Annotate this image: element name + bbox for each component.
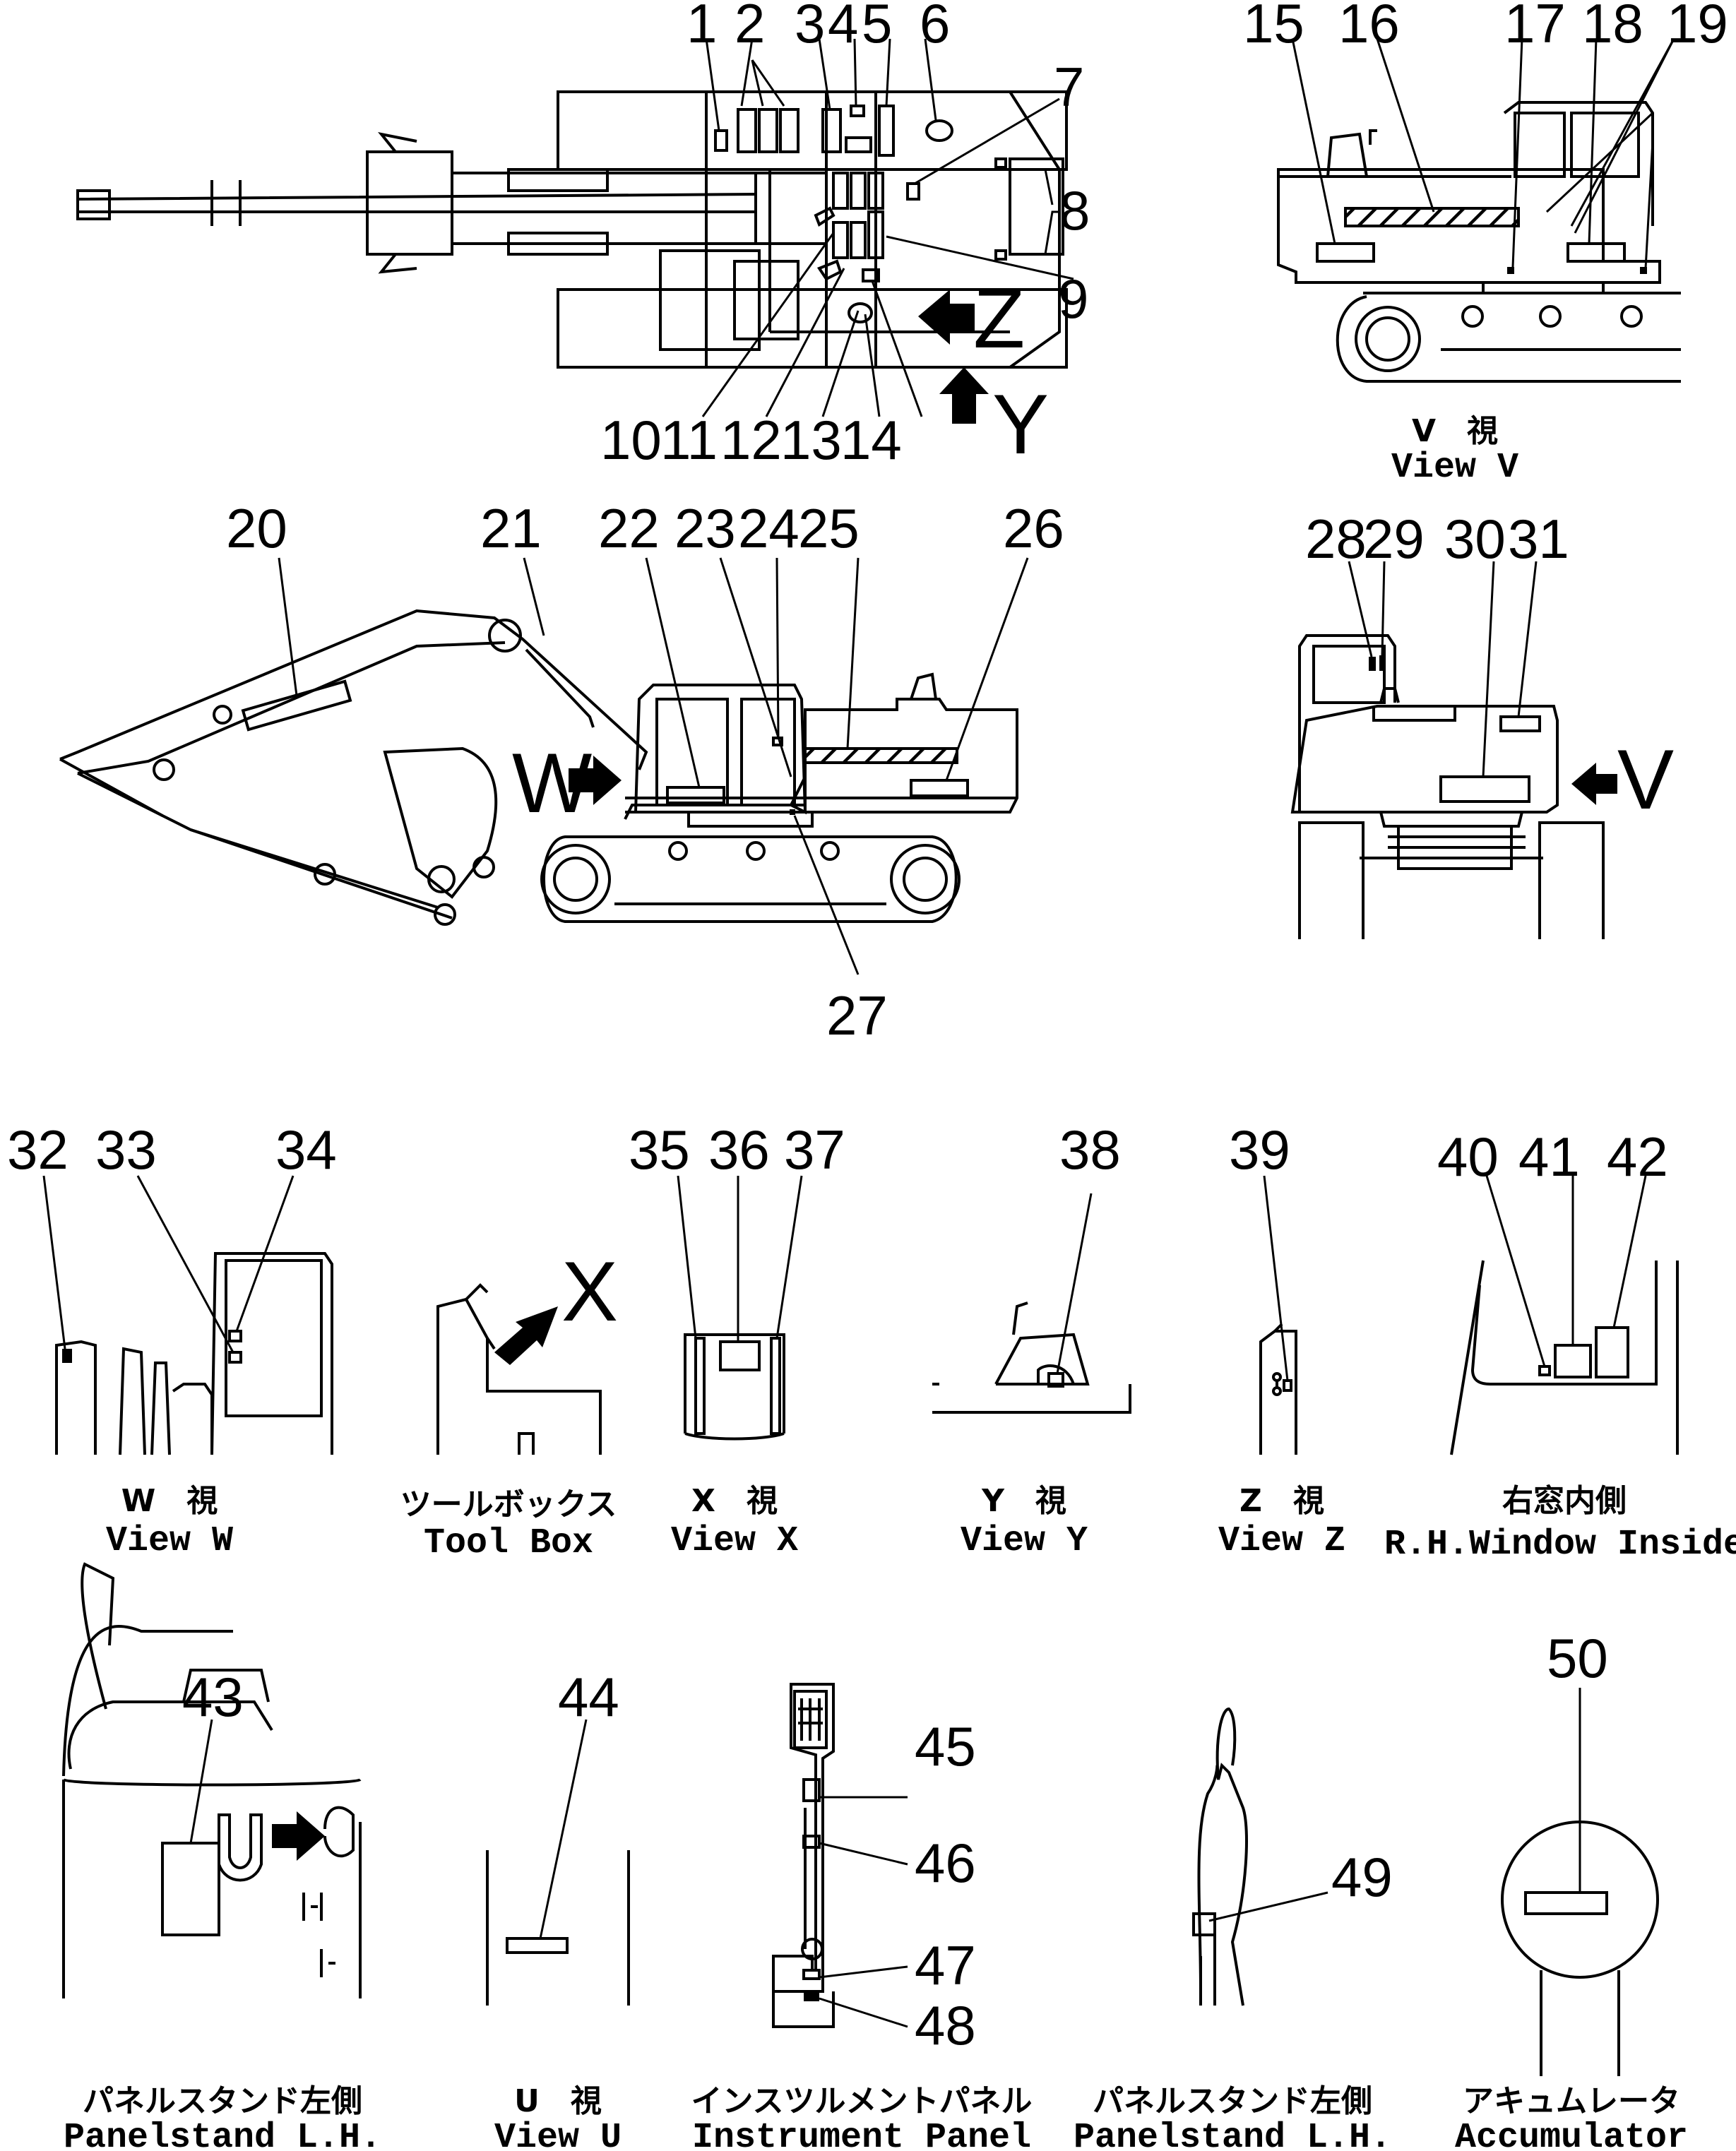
top-view-labels: 1 2 3 4 5 6 7 8 9 10 11 12 13 14 Z Y [600, 0, 1090, 472]
rear-view-machine [1290, 561, 1617, 939]
callout-32: 32 [7, 1119, 69, 1181]
callout-6: 6 [920, 0, 950, 54]
callout-38: 38 [1059, 1119, 1121, 1181]
callout-39: 39 [1229, 1119, 1290, 1181]
callout-8: 8 [1059, 179, 1090, 242]
view-w-detail: 32 33 34 W 視 View W [7, 1119, 337, 1561]
instrument-panel-detail: 45 46 47 48 インスツルメントパネル Instrument Panel [691, 1683, 1033, 2151]
callout-10: 10 [600, 409, 662, 471]
callout-24: 24 [738, 497, 799, 559]
callout-21: 21 [480, 497, 542, 559]
callout-37: 37 [784, 1119, 845, 1181]
callout-31: 31 [1508, 508, 1569, 570]
callout-3: 3 [795, 0, 825, 54]
callout-47: 47 [915, 1934, 976, 1996]
caption-view-w-en: View W [106, 1521, 233, 1561]
caption-accumulator-jp: アキュムレータ [1463, 2083, 1680, 2119]
caption-accumulator-en: Accumulator [1455, 2118, 1688, 2151]
callout-28: 28 [1305, 508, 1367, 570]
rear-view-labels: 28 29 30 31 V [1305, 508, 1674, 827]
callout-1: 1 [686, 0, 717, 54]
callout-15: 15 [1243, 0, 1304, 54]
callout-42: 42 [1607, 1126, 1668, 1188]
caption-instrument-panel-en: Instrument Panel [692, 2118, 1031, 2151]
callout-25: 25 [798, 497, 860, 559]
accumulator-detail: 50 アキュムレータ Accumulator [1455, 1627, 1688, 2151]
caption-rh-window-jp: 右窓内側 [1502, 1483, 1627, 1519]
tool-box-detail: X ツールボックス Tool Box [400, 1244, 618, 1563]
callout-5: 5 [862, 0, 892, 54]
view-letter-z: Z [973, 271, 1025, 366]
view-letter-w: W [512, 736, 592, 830]
callout-20: 20 [226, 497, 287, 559]
callout-48: 48 [915, 1994, 976, 2056]
view-letter-x: X [561, 1244, 618, 1339]
view-letter-v: V [1617, 732, 1674, 827]
view-v-machine [1277, 38, 1681, 383]
callout-12: 12 [720, 409, 782, 471]
callout-30: 30 [1444, 508, 1506, 570]
caption-view-x-en: View X [671, 1521, 798, 1561]
caption-tool-box-jp: ツールボックス [400, 1486, 617, 1523]
callout-35: 35 [629, 1119, 690, 1181]
callout-9: 9 [1058, 268, 1088, 330]
panelstand-1-detail: 43 パネルスタンド左側 Panelstand L.H. [62, 1562, 381, 2151]
view-z-detail: 39 Z 視 View Z [1218, 1119, 1345, 1561]
side-view-machine [59, 557, 1029, 975]
caption-panelstand-1-jp: パネルスタンド左側 [83, 2083, 362, 2119]
rh-window-detail: 40 41 42 右窓内側 R.H.Window Inside [1384, 1126, 1736, 1565]
callout-18: 18 [1582, 0, 1643, 54]
callout-14: 14 [840, 409, 902, 471]
callout-22: 22 [598, 497, 660, 559]
caption-view-u-en: View U [494, 2118, 622, 2151]
callout-50: 50 [1547, 1627, 1608, 1689]
caption-view-v-en: View V [1391, 448, 1518, 488]
caption-view-y-en: View Y [961, 1521, 1088, 1561]
caption-view-y-jp: Y 視 [981, 1483, 1066, 1519]
callout-23: 23 [674, 497, 736, 559]
caption-view-x-jp: X 視 [691, 1483, 778, 1519]
view-v-labels: 15 16 17 18 19 V 視 View V [1243, 0, 1728, 488]
callout-7: 7 [1054, 56, 1084, 118]
callout-27: 27 [826, 984, 888, 1047]
callout-33: 33 [95, 1119, 157, 1181]
callout-13: 13 [780, 409, 842, 471]
callout-40: 40 [1437, 1126, 1499, 1188]
caption-tool-box-en: Tool Box [424, 1523, 593, 1563]
view-y-detail: 38 Y 視 View Y [932, 1119, 1131, 1561]
caption-panelstand-1-en: Panelstand L.H. [64, 2118, 381, 2151]
callout-16: 16 [1338, 0, 1400, 54]
callout-34: 34 [275, 1119, 337, 1181]
callout-45: 45 [915, 1715, 976, 1777]
callout-44: 44 [558, 1666, 619, 1728]
callout-43: 43 [182, 1666, 244, 1728]
caption-view-z-en: View Z [1218, 1521, 1345, 1561]
callout-29: 29 [1363, 508, 1425, 570]
callout-49: 49 [1331, 1846, 1393, 1908]
view-x-detail: 35 36 37 X 視 View X [629, 1119, 845, 1561]
callout-36: 36 [708, 1119, 770, 1181]
caption-panelstand-2-en: Panelstand L.H. [1074, 2118, 1391, 2151]
callout-19: 19 [1667, 0, 1728, 54]
callout-17: 17 [1504, 0, 1566, 54]
caption-view-v-jp: V 視 [1412, 413, 1498, 449]
caption-rh-window-en: R.H.Window Inside [1384, 1525, 1736, 1565]
caption-view-u-jp: U 視 [514, 2083, 602, 2119]
side-view-labels: 20 21 22 23 24 25 26 27 W [226, 497, 1064, 1047]
callout-46: 46 [915, 1832, 976, 1894]
callout-2: 2 [735, 0, 765, 54]
panelstand-2-detail: 49 パネルスタンド左側 Panelstand L.H. [1074, 1707, 1393, 2151]
caption-panelstand-2-jp: パネルスタンド左側 [1093, 2083, 1372, 2119]
top-view-machine [76, 38, 1074, 424]
caption-view-z-jp: Z 視 [1239, 1483, 1324, 1519]
callout-4: 4 [828, 0, 858, 54]
view-letter-y: Y [992, 377, 1049, 472]
caption-instrument-panel-jp: インスツルメントパネル [691, 2083, 1032, 2119]
caption-view-w-jp: W 視 [121, 1483, 218, 1519]
callout-41: 41 [1518, 1126, 1580, 1188]
callout-26: 26 [1003, 497, 1064, 559]
view-u-detail: 44 U 視 View U [486, 1666, 630, 2151]
callout-11: 11 [660, 409, 718, 471]
